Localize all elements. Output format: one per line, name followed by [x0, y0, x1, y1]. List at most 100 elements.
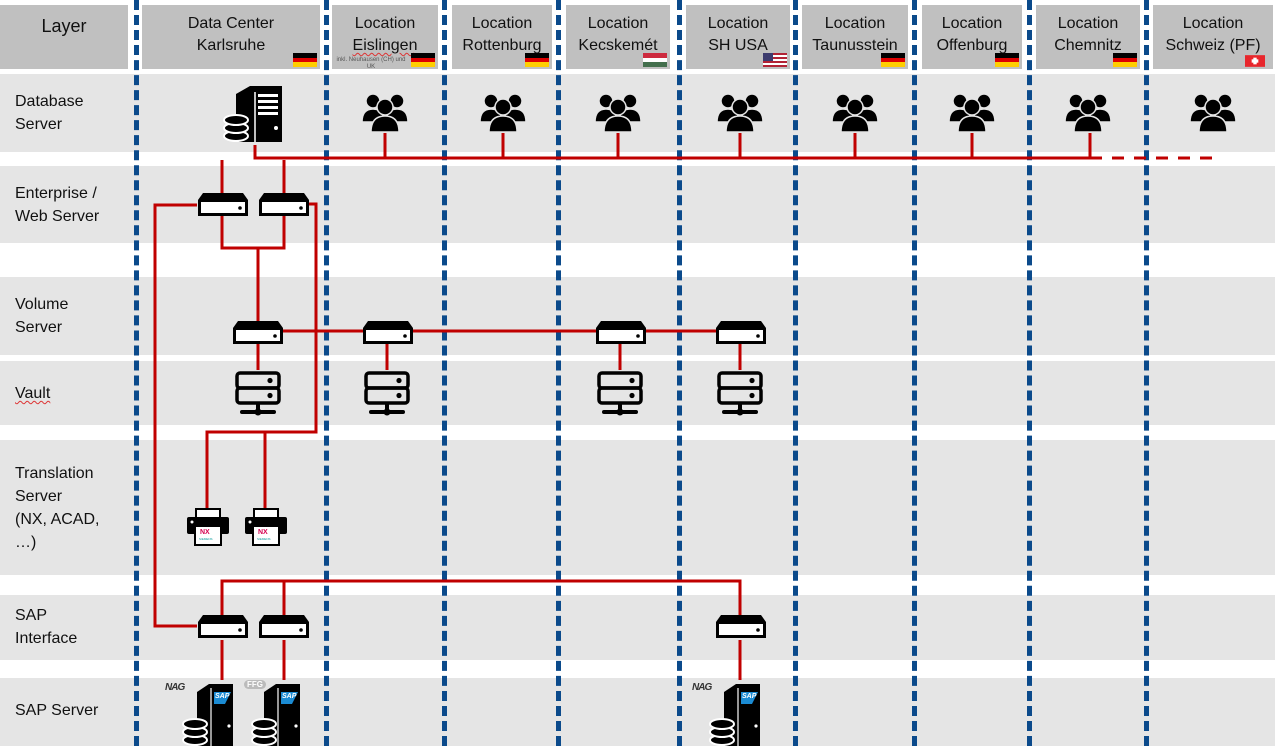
printer-icon: [245, 508, 287, 546]
sap-logo: SAP: [282, 693, 297, 700]
left-trunk-line: [153, 203, 197, 628]
layer-label-line: Interface: [15, 630, 78, 647]
layer-label-line: Web Server: [15, 208, 100, 225]
users-icon-taunusstein: [831, 93, 879, 133]
column-divider: [442, 0, 447, 746]
appliance-server-icon-enterprise-2: [259, 193, 309, 216]
layer-label-vault: Vault: [15, 382, 50, 405]
layer-label-line: Vault: [15, 385, 51, 402]
band-translation: [0, 440, 1275, 575]
vault-storage-icon-karlsruhe: [235, 371, 281, 416]
appliance-server-icon-sap-1: [198, 615, 248, 638]
db-link-schweiz-dashed: [1090, 150, 1216, 160]
appliance-server-icon-volume-karlsruhe: [233, 321, 283, 344]
header-line2: Chemnitz: [1054, 37, 1122, 54]
printer-icon-translation-1: NX SIEMENS: [186, 508, 230, 546]
germany-flag-icon: [995, 53, 1019, 67]
header-line2: Taunusstein: [812, 37, 898, 54]
printer-icon: [187, 508, 229, 546]
header-line2: SH USA: [708, 37, 768, 54]
layer-label-line: Enterprise /: [15, 185, 97, 202]
header-line1: Location: [587, 15, 649, 32]
header-rottenburg: Location Rottenburg: [452, 5, 552, 69]
header-line2: Rottenburg: [462, 37, 542, 54]
header-layer-label: Layer: [41, 16, 87, 36]
appliance-server-icon-sap-shusa: [716, 615, 766, 638]
header-chemnitz: Location Chemnitz: [1036, 5, 1140, 69]
ffg-logo: FFG: [244, 680, 266, 689]
header-eislingen: Location Eislingen inkl. Neuhausen (CH) …: [332, 5, 438, 70]
header-line1: Location: [354, 15, 416, 32]
vault-storage-icon-kecskemet: [597, 371, 643, 416]
layer-label-translation: Translation Server (NX, ACAD, …): [15, 462, 99, 554]
germany-flag-icon: [525, 53, 549, 67]
header-line1: Data Center: [187, 15, 275, 32]
germany-flag-icon: [881, 53, 905, 67]
vault-storage-icon-shusa: [717, 371, 763, 416]
database-server-icon: [223, 86, 282, 142]
header-note: inkl. Neuhausen (CH) und UK: [336, 57, 406, 70]
germany-flag-icon: [411, 53, 435, 67]
column-divider: [1144, 0, 1149, 746]
switzerland-flag-icon: [1245, 55, 1265, 67]
printer-icon-translation-2: NX SIEMENS: [244, 508, 288, 546]
server-tower-icon: [251, 684, 300, 746]
users-icon-rottenburg: [479, 93, 527, 133]
nx-logo: NX: [200, 529, 210, 536]
appliance-server-icon-volume-shusa: [716, 321, 766, 344]
layer-label-database: Database Server: [15, 90, 84, 136]
column-divider: [677, 0, 682, 746]
column-divider: [134, 0, 139, 746]
layer-label-enterprise: Enterprise / Web Server: [15, 182, 99, 228]
server-tower-icon: [182, 684, 233, 746]
layer-label-line: Volume: [15, 296, 69, 313]
column-divider: [324, 0, 329, 746]
header-taunusstein: Location Taunusstein: [802, 5, 908, 69]
layer-label-line: …): [15, 534, 37, 551]
layer-label-sap-interface: SAP Interface: [15, 604, 77, 650]
siemens-logo: SIEMENS: [199, 537, 213, 541]
appliance-server-icon-volume-kecskemet: [596, 321, 646, 344]
layer-label-line: Server: [15, 488, 63, 505]
header-line2: Eislingen: [352, 37, 418, 54]
layer-label-line: Database: [15, 93, 84, 110]
header-schweiz: Location Schweiz (PF): [1153, 5, 1273, 69]
nx-logo: NX: [258, 529, 268, 536]
usa-flag-icon: [763, 53, 787, 67]
header-line1: Location: [471, 15, 533, 32]
header-line1: Location: [1057, 15, 1119, 32]
header-karlsruhe: Data Center Karlsruhe: [142, 5, 320, 69]
nag-logo: NAG: [165, 682, 185, 693]
users-icon-chemnitz: [1064, 93, 1112, 133]
sap-backbone-line: [220, 579, 742, 615]
column-divider: [556, 0, 561, 746]
header-kecskemet: Location Kecskemét: [566, 5, 670, 69]
header-line1: Location: [824, 15, 886, 32]
germany-flag-icon: [293, 53, 317, 67]
header-line2: Karlsruhe: [196, 37, 266, 54]
header-line2: Schweiz (PF): [1165, 37, 1261, 54]
header-offenburg: Location Offenburg: [922, 5, 1022, 69]
header-line1: Location: [941, 15, 1003, 32]
layer-label-line: Server: [15, 319, 63, 336]
layer-label-line: SAP: [15, 607, 48, 624]
header-line1: Location: [1182, 15, 1244, 32]
sap-server-icon-ffg: FFG SAP: [244, 680, 316, 746]
right-trunk-line: [205, 202, 318, 512]
users-icon-shusa: [716, 93, 764, 133]
sap-server-icon-nag: NAG SAP: [163, 680, 233, 746]
users-icon-eislingen: [361, 93, 409, 133]
sap-logo: SAP: [215, 693, 230, 700]
column-divider: [793, 0, 798, 746]
layer-label-line: Server: [15, 116, 63, 133]
db-backbone-line: [253, 133, 1092, 160]
column-divider: [912, 0, 917, 746]
sap-logo: SAP: [742, 693, 757, 700]
header-layer: Layer: [0, 5, 128, 69]
users-icon-kecskemet: [594, 93, 642, 133]
appliance-server-icon-volume-eislingen: [363, 321, 413, 344]
users-icon-offenburg: [948, 93, 996, 133]
layer-label-sap-server: SAP Server: [15, 699, 98, 722]
header-line1: Location: [707, 15, 769, 32]
layer-label-line: SAP Server: [15, 702, 99, 719]
